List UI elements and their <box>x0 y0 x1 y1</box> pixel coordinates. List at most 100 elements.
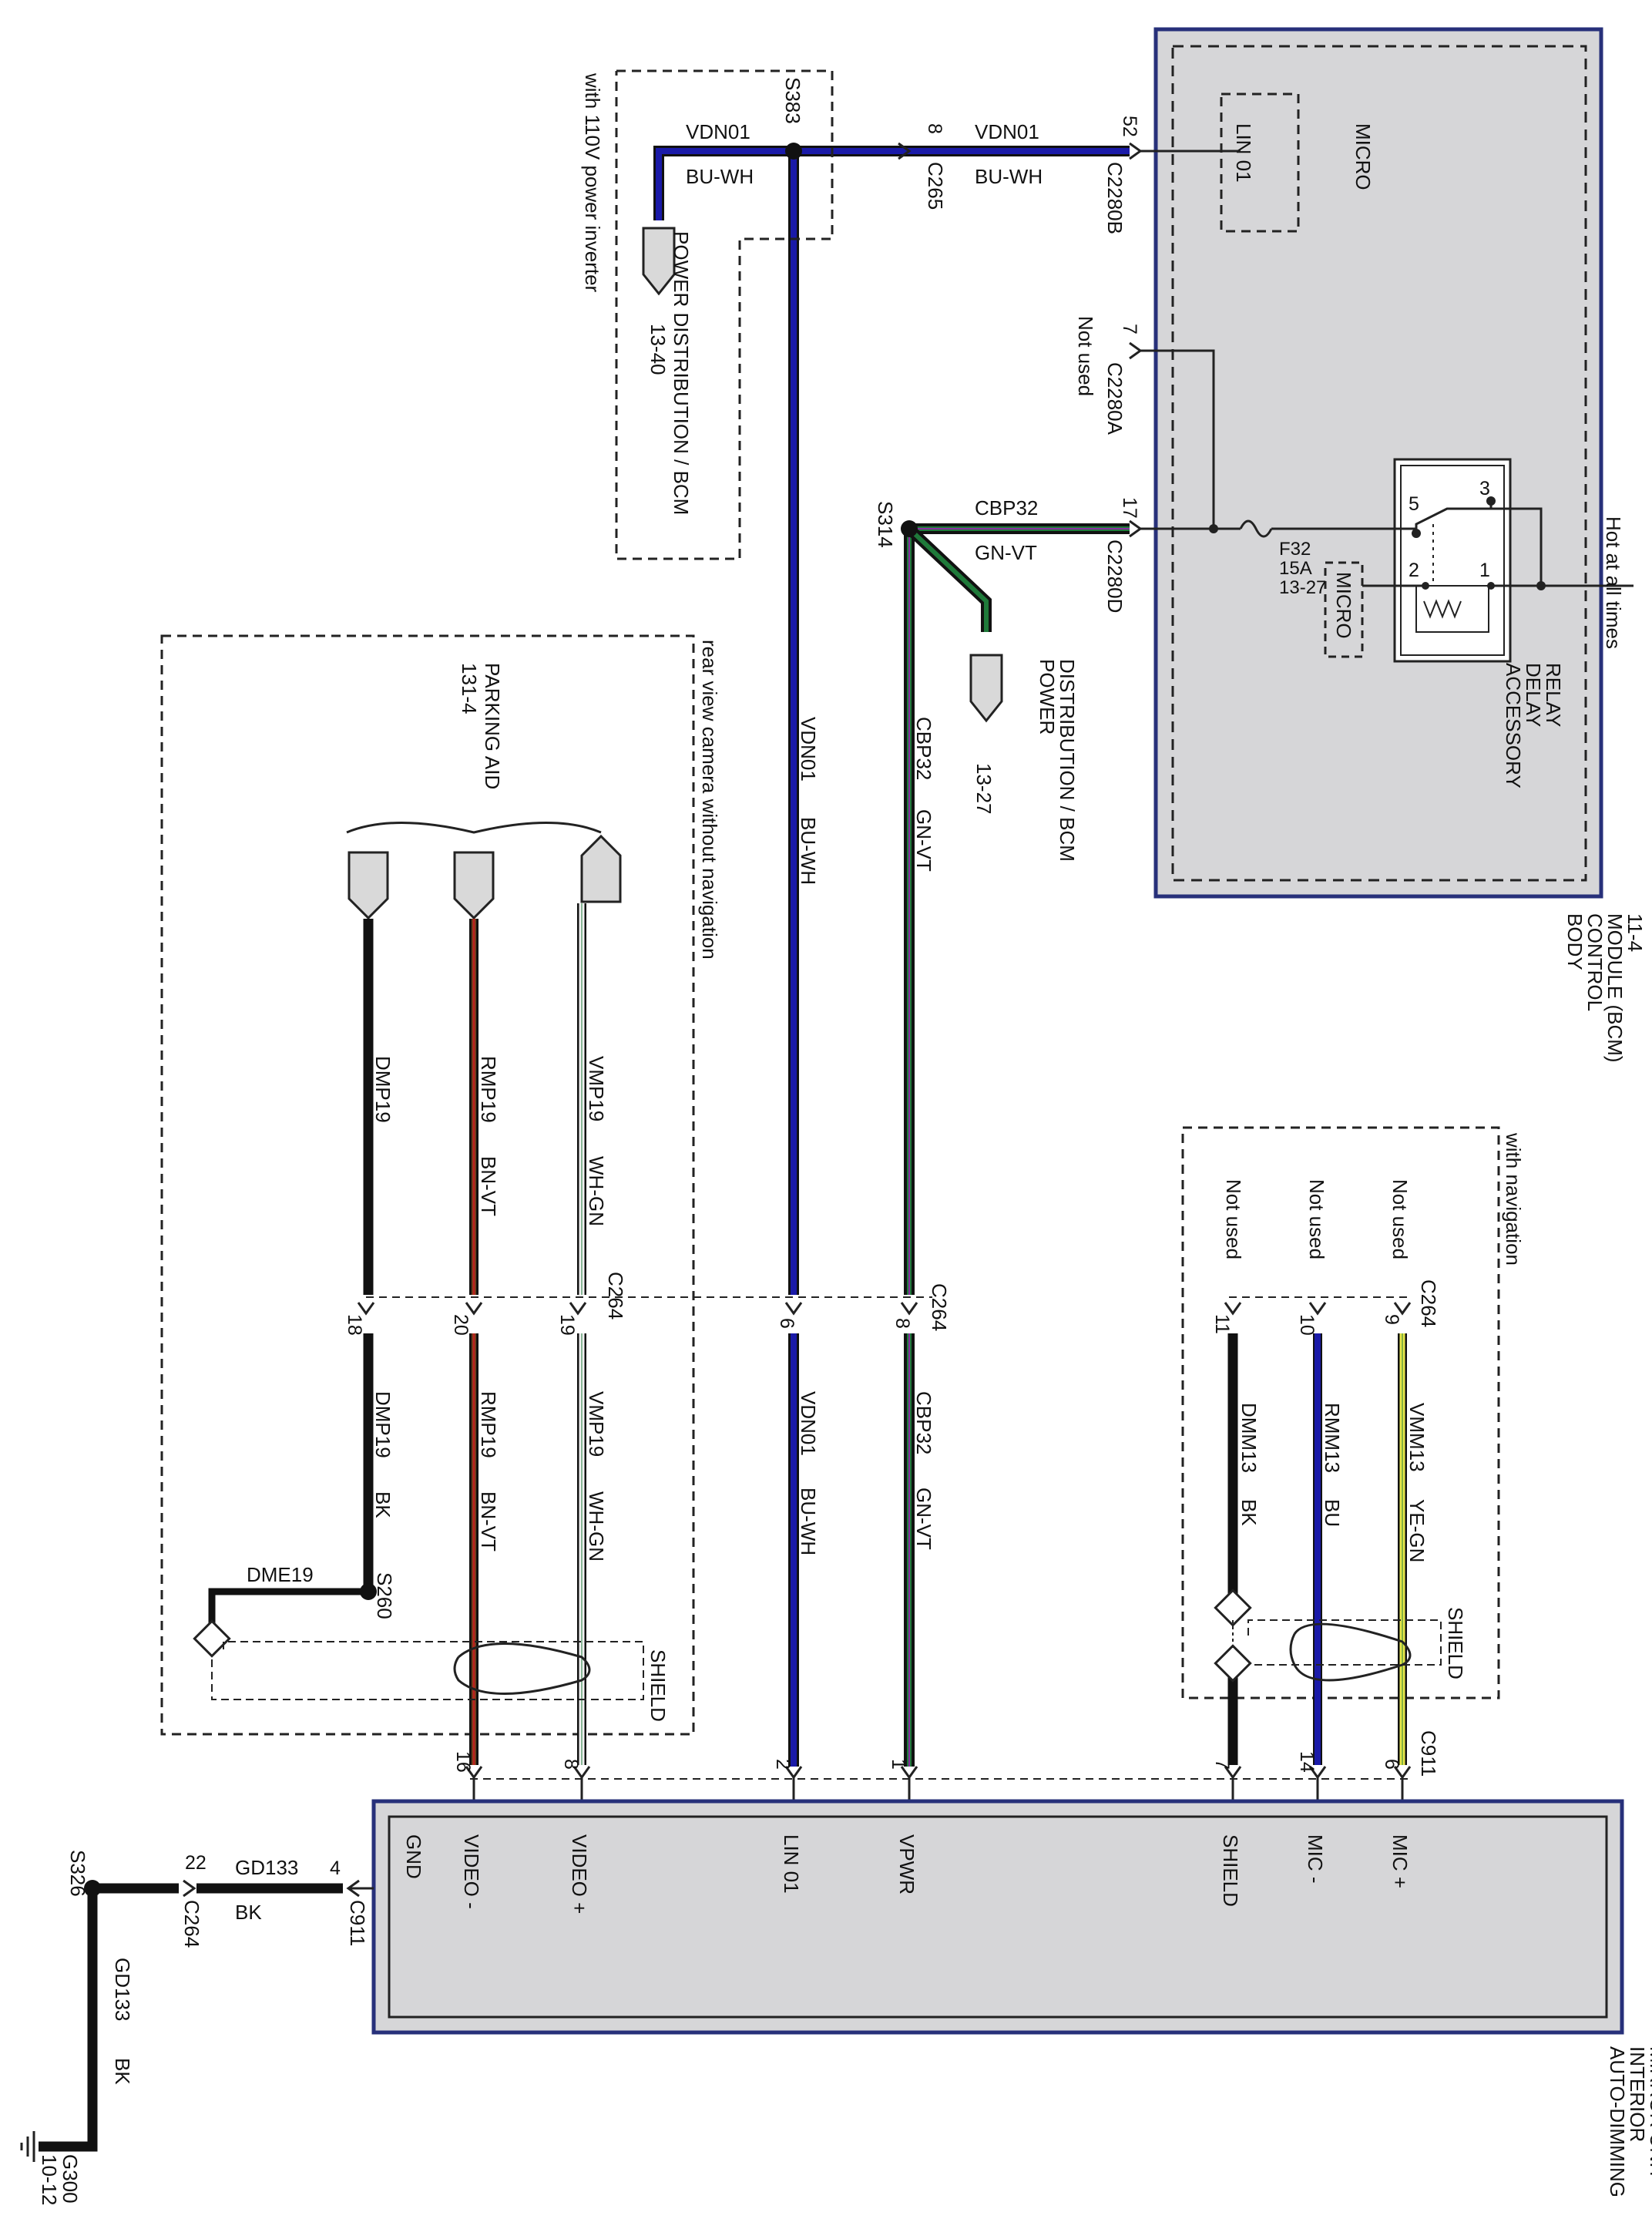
label-gd133-a: GD133 <box>235 1856 298 1879</box>
nav-shield-label: SHIELD <box>1444 1607 1467 1679</box>
connector-c264-b: C264 <box>604 1272 627 1320</box>
c911-arrows <box>465 1766 1412 1780</box>
label-buwh-lower: BU-WH <box>797 1488 820 1555</box>
bcm-module: MICRO LIN 01 BODYCONTROLMODULE (BCM)11-4… <box>1153 27 1647 1063</box>
connector-c2280b: C2280B <box>1103 162 1127 234</box>
label-bk-nav: BK <box>1237 1499 1261 1526</box>
relay-name: ACCESSORYDELAYRELAY <box>1502 663 1565 788</box>
relay-pin-1: 1 <box>1479 560 1490 581</box>
mirror-pin-vpwr: VPWR <box>895 1834 918 1894</box>
inverter-option-box <box>615 69 834 560</box>
c2280d-arrow <box>1129 519 1143 538</box>
mirror-pin-lin: LIN 01 <box>780 1834 803 1894</box>
mirror-pin-mic-minus: MIC - <box>1304 1834 1327 1884</box>
label-rmp19-a: RMP19 <box>477 1056 500 1123</box>
splice-s383: S383 <box>781 77 804 124</box>
power-dist-b-connector <box>969 654 1003 723</box>
shield-drain-lower <box>1214 1644 1252 1683</box>
bcm-lin-label: LIN 01 <box>1232 123 1255 183</box>
splice-s260: S260 <box>373 1572 396 1619</box>
label-bk-cam: BK <box>371 1491 395 1518</box>
power-dist-a-ref: 13-40 <box>646 324 670 375</box>
label-buwh-trunk: BU-WH <box>797 817 820 885</box>
bcm-inner-box <box>1171 45 1587 882</box>
ground-id: G300 <box>59 2154 82 2204</box>
bcm-module-name: BODYCONTROLMODULE (BCM)11-4 <box>1563 913 1647 1063</box>
label-gnvt-a: GN-VT <box>975 541 1037 564</box>
label-vmp19-a: VMP19 <box>585 1056 608 1121</box>
parking-aid-brace <box>346 822 602 834</box>
pin-7: 7 <box>1119 324 1140 335</box>
inverter-option-label: with 110V power inverter <box>581 72 604 293</box>
connector-c264-a: C264 <box>928 1283 951 1331</box>
wire-cbp32 <box>901 520 1130 1767</box>
fuse-ref: 13-27 <box>1279 577 1326 598</box>
relay-pin-2: 2 <box>1409 560 1419 581</box>
label-bk-gnd-a: BK <box>235 1901 262 1924</box>
nav-option-label: with navigation <box>1502 1132 1525 1266</box>
pin-6-c264: 6 <box>776 1318 797 1329</box>
c2280b-arrow <box>1129 142 1143 160</box>
splice-s326: S326 <box>66 1850 89 1897</box>
c911-arrow-gnd <box>346 1879 360 1898</box>
cam-shield-loop <box>453 1642 591 1695</box>
power-dist-a-text: POWER DISTRIBUTION / BCM <box>670 231 693 515</box>
label-rmm13: RMM13 <box>1321 1403 1344 1473</box>
cam-shield-label: SHIELD <box>646 1649 670 1722</box>
label-cbp32-trunk: CBP32 <box>912 717 935 780</box>
c264-arrow-18 <box>357 1302 375 1316</box>
label-gnvt-lower: GN-VT <box>912 1488 935 1550</box>
connector-c265: C265 <box>924 162 947 210</box>
label-bk-gnd-b: BK <box>111 2058 134 2085</box>
pin-17: 17 <box>1119 497 1140 519</box>
wire-dmm13 <box>1214 1333 1252 1765</box>
bcm-module-box <box>1153 27 1603 899</box>
not-used-9: Not used <box>1388 1179 1412 1259</box>
c264-arrow-11 <box>1224 1302 1242 1316</box>
pin-18-c264: 18 <box>344 1314 365 1336</box>
rearcam-option-label: rear view camera without navigation <box>698 640 721 960</box>
vdn01-to-inverter <box>656 148 794 220</box>
relay-coil-resistor <box>1423 599 1462 619</box>
label-bu: BU <box>1321 1499 1344 1527</box>
connector-c911-b: C911 <box>346 1900 369 1946</box>
fuse-rating: 15A <box>1279 558 1312 579</box>
label-whgn-a: WH-GN <box>585 1156 608 1226</box>
connector-c264-d: C264 <box>180 1900 203 1948</box>
pin-10-c264: 10 <box>1296 1314 1318 1336</box>
gd133-lower <box>39 1888 98 2152</box>
cbp32-branch <box>907 526 989 632</box>
label-vmp19-b: VMP19 <box>585 1391 608 1457</box>
connector-c2280a: C2280A <box>1103 362 1127 435</box>
relay-micro-box <box>1324 561 1364 658</box>
label-cbp32-lower: CBP32 <box>912 1391 935 1454</box>
mirror-pin-shield: SHIELD <box>1219 1834 1242 1907</box>
c264-arrow-6 <box>784 1302 803 1316</box>
rearcam-option-box <box>160 634 695 1736</box>
pin-2-c911: 2 <box>772 1759 794 1770</box>
label-bnvt-b: BN-VT <box>477 1491 500 1552</box>
label-cbp32-a: CBP32 <box>975 496 1038 519</box>
pin-20-c264: 20 <box>450 1314 472 1336</box>
pin-4-c911: 4 <box>330 1858 341 1879</box>
power-dist-b-text: POWERDISTRIBUTION / BCM <box>1036 659 1079 862</box>
nav-option-box <box>1181 1126 1500 1699</box>
bcm-micro-box <box>1220 92 1300 233</box>
label-dme19: DME19 <box>247 1563 314 1586</box>
c264-arrow-9 <box>1393 1302 1412 1316</box>
shield-drain-cam <box>193 1619 231 1658</box>
not-used-c2280a: Not used <box>1074 316 1097 396</box>
c264-arrow-10 <box>1308 1302 1327 1316</box>
mirror-module-box <box>371 1799 1624 2035</box>
mirror-module-name: AUTO-DIMMINGINTERIORMIRROR UNIT151-34 <box>1606 2046 1652 2197</box>
label-vdn01-a: VDN01 <box>686 120 750 143</box>
pin-8-c264: 8 <box>891 1318 913 1329</box>
c265-arrow <box>898 142 912 160</box>
nav-shield-loop <box>1289 1622 1412 1682</box>
pin-8-c265: 8 <box>924 123 945 134</box>
pin-11-c264: 11 <box>1211 1314 1233 1334</box>
label-dmp19-b: DMP19 <box>371 1391 395 1458</box>
label-whgn-b: WH-GN <box>585 1491 608 1562</box>
label-vmm13: VMM13 <box>1405 1403 1429 1472</box>
not-used-10: Not used <box>1305 1179 1328 1259</box>
